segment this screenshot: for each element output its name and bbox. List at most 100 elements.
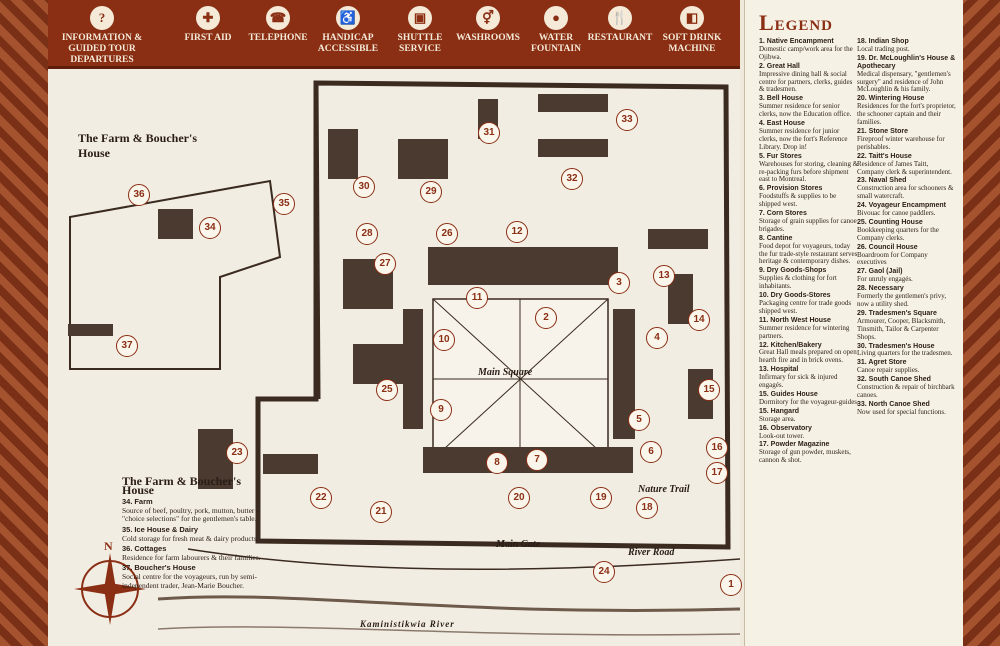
- map-marker-3[interactable]: 3: [608, 272, 630, 294]
- great-hall-building: [428, 247, 618, 285]
- legend-item-name: 2. Great Hall: [759, 62, 800, 70]
- east-row-building: [613, 309, 635, 439]
- map-marker-11[interactable]: 11: [466, 287, 488, 309]
- legend-item-desc: Infirmary for sick & injured engagés.: [759, 373, 838, 390]
- map-marker-1[interactable]: 1: [720, 574, 742, 596]
- map-marker-25[interactable]: 25: [376, 379, 398, 401]
- map-marker-20[interactable]: 20: [508, 487, 530, 509]
- legend-item-desc: Formerly the gentlemen's privy, now a ut…: [857, 292, 947, 308]
- legend-item-desc: Living quarters for the tradesmen.: [857, 349, 953, 358]
- nature-trail-label: Nature Trail: [638, 484, 690, 495]
- map-marker-28[interactable]: 28: [356, 223, 378, 245]
- map-marker-9[interactable]: 9: [430, 399, 452, 421]
- map-marker-31[interactable]: 31: [478, 122, 500, 144]
- legend-item-desc: Residence of James Taitt, Company clerk …: [857, 159, 952, 176]
- legend-item-name: 15. Guides House: [759, 390, 818, 398]
- fort-map: The Farm & Boucher's House Main Square M…: [48, 69, 742, 646]
- map-marker-27[interactable]: 27: [374, 253, 396, 275]
- map-marker-34[interactable]: 34: [199, 217, 221, 239]
- legend-item-desc: Construction & repair of birchbark canoe…: [857, 383, 955, 399]
- amenity-information: ?Information & Guided Tour Departures: [54, 6, 150, 66]
- legend-item-name: 28. Necessary: [857, 285, 904, 293]
- map-marker-37[interactable]: 37: [116, 335, 138, 357]
- amenities-bar: ?Information & Guided Tour Departures ✚F…: [48, 0, 740, 69]
- map-marker-18[interactable]: 18: [636, 497, 658, 519]
- legend-item-desc: Supplies & clothing for fort inhabitants…: [759, 274, 837, 291]
- map-marker-17[interactable]: 17: [706, 462, 728, 484]
- map-marker-19[interactable]: 19: [590, 487, 612, 509]
- map-marker-36[interactable]: 36: [128, 184, 150, 206]
- map-marker-30[interactable]: 30: [353, 176, 375, 198]
- legend-item-name: 6. Provision Stores: [759, 185, 823, 193]
- legend-item-name: 26. Council House: [857, 243, 918, 251]
- map-marker-13[interactable]: 13: [653, 265, 675, 287]
- legend-item-name: 13. Hospital: [759, 366, 799, 374]
- map-marker-24[interactable]: 24: [593, 561, 615, 583]
- farm-legend-title: The Farm & Boucher's House: [122, 474, 241, 497]
- map-marker-8[interactable]: 8: [486, 452, 508, 474]
- legend-item-desc: Bivouac for canoe paddlers.: [857, 209, 936, 218]
- map-marker-15[interactable]: 15: [698, 379, 720, 401]
- legend-title: Legend: [759, 10, 834, 35]
- map-marker-14[interactable]: 14: [688, 309, 710, 331]
- legend-item-name: 23. Naval Shed: [857, 177, 907, 185]
- shuttle-icon: ▣: [408, 6, 432, 30]
- map-marker-2[interactable]: 2: [535, 307, 557, 329]
- legend-item-name: 25. Counting House: [857, 218, 923, 226]
- map-marker-6[interactable]: 6: [640, 441, 662, 463]
- amenity-shuttle: ▣Shuttle Service: [380, 6, 460, 55]
- inner-palisade: [313, 82, 321, 400]
- map-marker-12[interactable]: 12: [506, 221, 528, 243]
- amenity-telephone: ☎Telephone: [238, 6, 318, 44]
- map-marker-7[interactable]: 7: [526, 449, 548, 471]
- main-gate-label: Main Gate: [496, 539, 541, 550]
- map-marker-22[interactable]: 22: [310, 487, 332, 509]
- legend-item-desc: Storage of grain supplies for canoe brig…: [759, 216, 857, 233]
- restaurant-icon: 🍴: [608, 6, 632, 30]
- legend-item-name: 1. Native Encampment: [759, 38, 834, 45]
- map-marker-26[interactable]: 26: [436, 223, 458, 245]
- map-marker-29[interactable]: 29: [420, 181, 442, 203]
- legend-item-name: 3. Bell House: [759, 95, 803, 103]
- legend-item-name: 11. North West House: [759, 316, 831, 324]
- map-marker-4[interactable]: 4: [646, 327, 668, 349]
- taitts-house: [263, 454, 318, 474]
- water-fountain-icon: ●: [544, 6, 568, 30]
- legend-item-desc: Local trading post.: [857, 44, 910, 53]
- map-marker-21[interactable]: 21: [370, 501, 392, 523]
- hospital-building: [648, 229, 708, 249]
- map-marker-33[interactable]: 33: [616, 109, 638, 131]
- map-marker-35[interactable]: 35: [273, 193, 295, 215]
- map-marker-32[interactable]: 32: [561, 168, 583, 190]
- map-marker-16[interactable]: 16: [706, 437, 728, 459]
- map-marker-23[interactable]: 23: [226, 442, 248, 464]
- legend-item-desc: Fireproof winter warehouse for perishabl…: [857, 134, 945, 151]
- legend-item-desc: Boardroom for Company executives: [857, 250, 928, 267]
- soft-drink-icon: ◧: [680, 6, 704, 30]
- river-label: Kaministikwia River: [360, 619, 455, 629]
- legend-item-desc: Storage of gun powder, muskets, cannon &…: [759, 448, 851, 465]
- bouchers-house: [68, 324, 113, 336]
- map-marker-5[interactable]: 5: [628, 409, 650, 431]
- tradesmens-house: [328, 129, 358, 179]
- first-aid-icon: ✚: [196, 6, 220, 30]
- legend-item-desc: Armourer, Cooper, Blacksmith, Tinsmith, …: [857, 316, 946, 341]
- amenity-washrooms: ⚥Washrooms: [448, 6, 528, 44]
- map-marker-10[interactable]: 10: [433, 329, 455, 351]
- legend-item-desc: Now used for special functions.: [857, 407, 946, 416]
- legend-item-name: 12. Kitchen/Bakery: [759, 341, 822, 349]
